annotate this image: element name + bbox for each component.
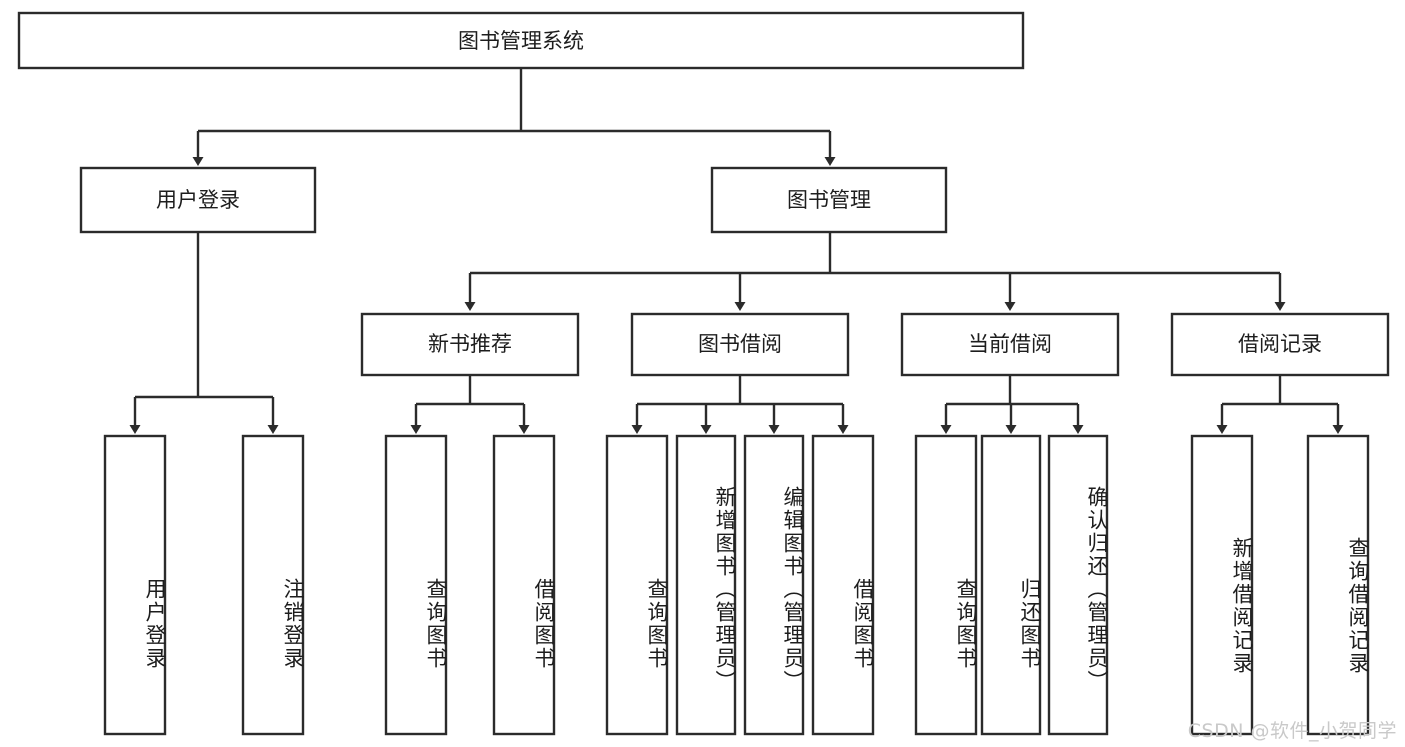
node-label-borrow-record: 借阅记录 — [1238, 332, 1322, 356]
node-box-leaf-borrow-book-2[interactable] — [811, 434, 875, 736]
node-box-borrow-record[interactable] — [1170, 312, 1390, 377]
node-box-current-borrow[interactable] — [900, 312, 1120, 377]
node-box-root[interactable] — [17, 11, 1025, 70]
node-box-leaf-add-record[interactable] — [1190, 434, 1254, 736]
node-box-leaf-return-book[interactable] — [980, 434, 1042, 736]
node-box-book-manage[interactable] — [710, 166, 948, 234]
node-label-book-borrow: 图书借阅 — [698, 332, 782, 356]
node-label-user-login: 用户登录 — [156, 188, 240, 212]
node-label-new-book-rec: 新书推荐 — [428, 332, 512, 356]
node-box-leaf-add-book[interactable] — [675, 434, 737, 736]
node-label-book-manage: 图书管理 — [787, 188, 871, 212]
node-box-leaf-edit-book[interactable] — [743, 434, 805, 736]
csdn-watermark: CSDN @软件_小贺同学 — [1187, 720, 1397, 742]
node-label-current-borrow: 当前借阅 — [968, 332, 1052, 356]
node-box-user-login[interactable] — [79, 166, 317, 234]
node-box-leaf-query-book-2[interactable] — [605, 434, 669, 736]
node-box-leaf-logout[interactable] — [241, 434, 305, 736]
node-box-leaf-confirm-return[interactable] — [1047, 434, 1109, 736]
node-box-leaf-query-record[interactable] — [1306, 434, 1370, 736]
node-label-root: 图书管理系统 — [458, 29, 584, 53]
node-box-leaf-query-book-3[interactable] — [914, 434, 978, 736]
node-box-new-book-rec[interactable] — [360, 312, 580, 377]
node-box-leaf-query-book-1[interactable] — [384, 434, 448, 736]
node-box-book-borrow[interactable] — [630, 312, 850, 377]
node-box-leaf-user-login[interactable] — [103, 434, 167, 736]
node-box-leaf-borrow-book-1[interactable] — [492, 434, 556, 736]
